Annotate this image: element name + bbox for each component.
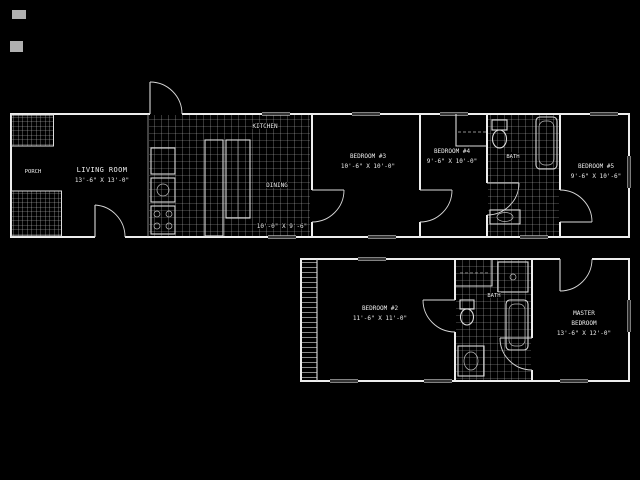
bath1-tile-floor xyxy=(456,260,531,380)
bath2-area: BATH xyxy=(488,115,559,236)
lower-top-window xyxy=(358,257,386,261)
kitchen-label: KITCHEN xyxy=(252,123,278,130)
marriage-line-hatch xyxy=(302,259,318,381)
bath1-vanity xyxy=(457,345,485,377)
kitchen-sink-counter xyxy=(150,177,176,203)
bath2-vanity xyxy=(489,209,521,225)
upper-right-window xyxy=(627,156,631,188)
bedroom4-door-swing xyxy=(419,189,453,223)
bedroom3-dims: 10'-6" X 10'-0" xyxy=(341,163,395,170)
bathtub xyxy=(505,299,529,351)
bedroom3-label: BEDROOM #3 xyxy=(350,153,387,160)
bedroom4-dims: 9'-6" X 10'-0" xyxy=(427,158,478,165)
lower-right-window xyxy=(627,300,631,332)
lower-exterior-walls xyxy=(300,258,630,382)
burner xyxy=(165,210,173,218)
living-door-swing xyxy=(94,204,126,238)
master-label-line2: BEDROOM xyxy=(571,320,597,327)
kitchen-island-counter xyxy=(204,139,224,237)
bath1-label: BATH xyxy=(487,293,500,299)
living-room-dims: 13'-6" X 13'-0" xyxy=(75,177,129,184)
dining-dims: 10'-0" X 9'-6" xyxy=(257,223,308,230)
living-room-label: LIVING ROOM xyxy=(77,166,128,174)
bedroom4-label: BEDROOM #4 xyxy=(434,148,471,155)
bedroom2-label: BEDROOM #2 xyxy=(362,305,399,312)
bedroom5-dims: 9'-6" X 10'-6" xyxy=(571,173,622,180)
bedroom2-door-swing xyxy=(422,299,456,333)
kitchen-tile-floor xyxy=(149,115,310,236)
bath1-area: BATH xyxy=(456,260,531,380)
closet-wall xyxy=(455,114,487,147)
burner xyxy=(153,222,161,230)
porch-area: PORCH xyxy=(11,114,62,237)
bedroom2-dims: 11'-6" X 11'-0" xyxy=(353,315,407,322)
toilet-bowl xyxy=(459,308,475,326)
bath1-sink xyxy=(463,351,479,371)
bath2-sink xyxy=(496,212,514,222)
lower-bottom-windows xyxy=(330,379,588,383)
bedroom5-door-swing xyxy=(559,189,593,223)
master-label-line1: MASTER xyxy=(573,310,595,317)
shower xyxy=(497,261,529,293)
bedroom4-closet xyxy=(455,114,487,147)
bathtub xyxy=(535,116,558,170)
refrigerator xyxy=(150,147,176,175)
artifact-mark xyxy=(10,41,23,52)
porch-deck-upper xyxy=(11,114,54,147)
hatch-strip xyxy=(302,260,317,380)
master-dims: 13'-6" X 12'-0" xyxy=(557,330,611,337)
bath2-label: BATH xyxy=(506,154,519,160)
lower-windows xyxy=(330,257,631,383)
bedroom3-door-swing xyxy=(311,189,345,223)
range-stove xyxy=(150,205,176,235)
sink-basin xyxy=(156,183,170,197)
dining-label: DINING xyxy=(266,182,288,189)
burner xyxy=(153,210,161,218)
shower-drain xyxy=(509,273,517,281)
bathtub-basin xyxy=(538,120,555,166)
upper-room-labels: LIVING ROOM 13'-6" X 13'-0" BEDROOM #3 1… xyxy=(74,147,622,185)
porch-label: PORCH xyxy=(25,169,42,175)
burner xyxy=(165,222,173,230)
bath1-closet-wall xyxy=(456,260,493,287)
front-door-swing xyxy=(149,81,183,115)
porch-deck-lower xyxy=(11,190,62,237)
kitchen-dining-area: KITCHEN DINING 10'-0" X 9'-6" xyxy=(147,114,310,237)
corner-artifacts xyxy=(10,10,26,52)
lower-unit: BATH BEDROOM #2 11'-6" X 11'-0" MASTER B… xyxy=(300,257,631,383)
master-door-swing xyxy=(559,258,593,292)
bath2-tile-floor xyxy=(488,115,559,236)
bathtub-basin xyxy=(508,303,526,347)
lower-room-labels: BEDROOM #2 11'-6" X 11'-0" MASTER BEDROO… xyxy=(352,304,612,338)
bedroom5-label: BEDROOM #5 xyxy=(578,163,615,170)
artifact-mark xyxy=(12,10,26,19)
upper-unit: PORCH KITCHEN DINING 10'-0" X 9'-6" xyxy=(10,81,631,239)
toilet-bowl xyxy=(491,129,508,149)
